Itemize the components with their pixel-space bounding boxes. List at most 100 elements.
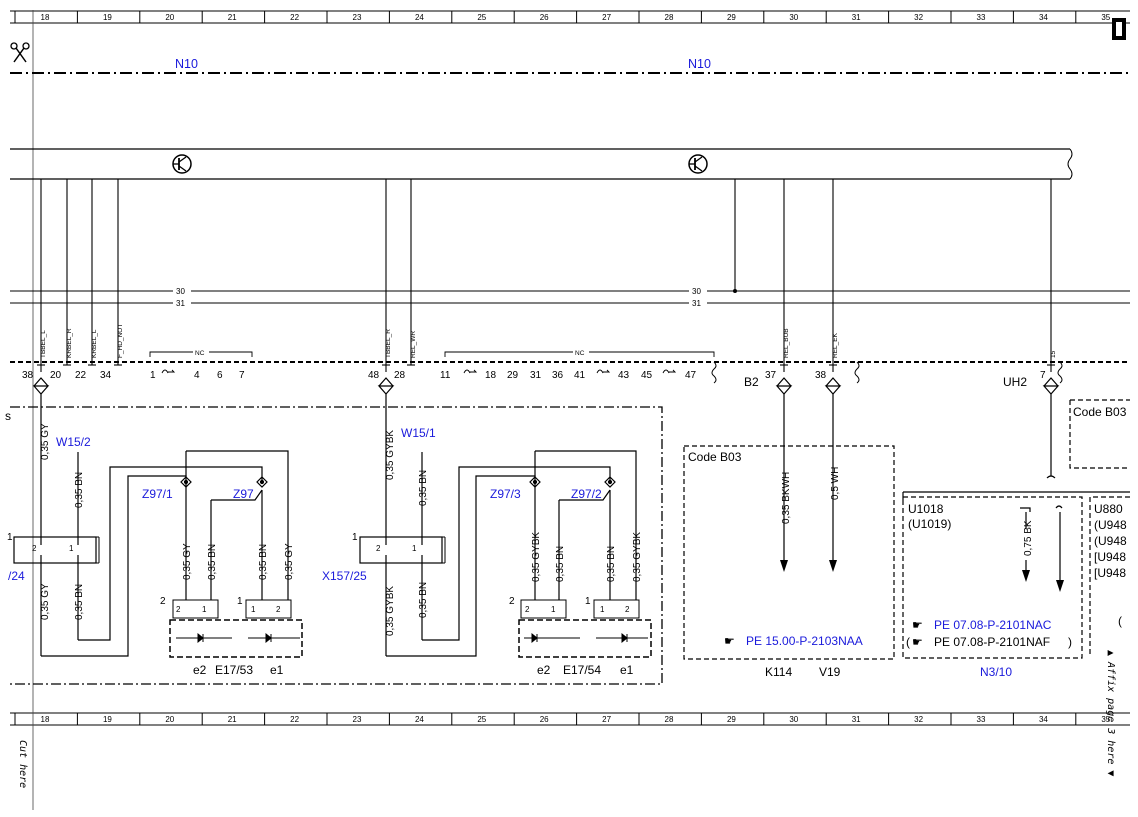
control-unit-box xyxy=(10,148,1073,180)
u-code: (U1019) xyxy=(908,517,951,531)
signal-label: KRBEL_R xyxy=(66,328,73,358)
small-pin: 2 xyxy=(376,544,381,553)
small-pin: 1 xyxy=(412,544,417,553)
pin-number: 36 xyxy=(552,370,564,381)
ruler-column-number: 33 xyxy=(977,715,986,724)
label-z97-3: Z97/3 xyxy=(490,487,521,501)
small-pin: 2 xyxy=(509,596,515,607)
u-code: [U948 xyxy=(1094,566,1126,580)
wire-label: 0,35 GYBK xyxy=(385,430,396,480)
ruler-column-number: 32 xyxy=(914,715,923,724)
signal-label: REL_EK xyxy=(832,332,839,358)
scissors-icon xyxy=(10,42,30,63)
frame-fragment: s xyxy=(5,409,11,423)
reference-link[interactable]: ( ☛ PE 07.08-P-2101NAF ) xyxy=(906,635,1072,649)
component-pin: e2 xyxy=(193,663,207,677)
paren-close: ) xyxy=(1068,635,1072,649)
wire-label: 0,5 WH xyxy=(830,467,841,500)
page-marker-icon xyxy=(1112,18,1126,40)
ruler-column-number: 29 xyxy=(727,715,736,724)
reference-link[interactable]: ☛ PE 07.08-P-2101NAC xyxy=(912,618,1052,632)
code-box xyxy=(683,445,895,660)
ruler-column-number: 24 xyxy=(415,13,424,22)
wire-label: 0,35 GYBK xyxy=(632,532,643,582)
splice-icon xyxy=(529,476,616,488)
pin-number: 7 xyxy=(1040,370,1046,381)
ruler-column-number: 20 xyxy=(165,13,174,22)
code-label: Code B03 xyxy=(688,450,742,464)
wire-labels-left: 0,35 GY 0,35 BN 0,35 GY 0,35 BN 0,35 GY … xyxy=(40,423,295,620)
wire-labels-middle: 0,35 GYBK 0,35 BN 0,35 GYBK 0,35 BN 0,35… xyxy=(385,430,643,636)
component-name: K114 xyxy=(765,665,792,679)
reference-link[interactable]: ☛ PE 15.00-P-2103NAA xyxy=(724,634,863,648)
component-name: E17/53 xyxy=(215,663,253,677)
wire-label: 0,35 BN xyxy=(555,546,566,582)
component-name: E17/54 xyxy=(563,663,601,677)
wire-label: 0,35 GY xyxy=(182,543,193,580)
signal-label: REL_WR xyxy=(410,331,417,358)
module-name-right: N10 xyxy=(688,57,711,71)
ruler-column-number: 25 xyxy=(477,715,486,724)
pin-number: 29 xyxy=(507,370,519,381)
wire-label: 0,35 GY xyxy=(40,423,51,460)
left-harness-wires xyxy=(40,394,289,657)
label-w15-2: W15/2 xyxy=(56,435,91,449)
small-pin: 1 xyxy=(237,596,243,607)
small-pin: 2 xyxy=(32,544,37,553)
small-pin: 2 xyxy=(276,605,281,614)
ruler-column-number: 18 xyxy=(41,13,50,22)
pin-number: 38 xyxy=(22,370,34,381)
connector-symbols xyxy=(32,377,1060,395)
wire-label: 0,35 BN xyxy=(418,582,429,618)
wire-label: 0,35 GY xyxy=(40,583,51,620)
wire-label: 0,35 GYBK xyxy=(531,532,542,582)
ruler-column-number: 26 xyxy=(540,715,549,724)
connector-name: /24 xyxy=(8,569,25,583)
n3-box xyxy=(902,496,1083,659)
pin-numbers: 38 20 22 34 1 4 6 7 48 28 11 18 29 31 36… xyxy=(22,370,1046,381)
pin-number: 34 xyxy=(100,370,112,381)
pin-number: 47 xyxy=(685,370,697,381)
pin-number: 45 xyxy=(641,370,653,381)
connector-label: B2 xyxy=(744,375,759,389)
module-wires xyxy=(40,179,1052,365)
ruler-column-number: 31 xyxy=(852,715,861,724)
connector-name: X157/25 xyxy=(322,569,367,583)
reference-text[interactable]: PE 07.08-P-2101NAF xyxy=(934,635,1050,649)
small-pin: 1 xyxy=(251,605,256,614)
signal-label: TBBEL_L xyxy=(40,330,47,358)
connector-pin: 1 xyxy=(352,532,358,543)
u-code: (U948 xyxy=(1094,534,1127,548)
ruler-column-number: 18 xyxy=(41,715,50,724)
lamp-component xyxy=(169,599,303,658)
nc-label: NC xyxy=(575,350,585,357)
reference-text[interactable]: PE 07.08-P-2101NAC xyxy=(934,618,1052,632)
wire-label: 0,35 BN xyxy=(74,584,85,620)
cut-here-label: Cut here xyxy=(17,740,28,788)
ruler-column-number: 32 xyxy=(914,13,923,22)
hand-pointer-icon: ☛ xyxy=(912,618,923,632)
wire-label: 0,35 BN xyxy=(74,472,85,508)
reference-text[interactable]: PE 15.00-P-2103NAA xyxy=(746,634,863,648)
pin-number: 6 xyxy=(217,370,223,381)
ruler-column-number: 35 xyxy=(1101,715,1110,724)
ruler-column-number: 28 xyxy=(665,715,674,724)
pin-number: 38 xyxy=(815,370,827,381)
paren-open: ( xyxy=(906,635,910,649)
wire-label: 0,35 BN xyxy=(258,544,269,580)
pin-number: 43 xyxy=(618,370,630,381)
ruler-column-number: 34 xyxy=(1039,715,1048,724)
nc-label: NC xyxy=(195,350,205,357)
arrow-down-icon xyxy=(1056,580,1064,592)
arrow-down-icon xyxy=(1022,570,1030,582)
small-pin: 1 xyxy=(69,544,74,553)
small-pin: 1 xyxy=(551,605,556,614)
label-z97-2: Z97/2 xyxy=(571,487,602,501)
wire-label: 0,35 BN xyxy=(606,546,617,582)
middle-harness-wires xyxy=(385,394,637,657)
wire-label: 0,35 GYBK xyxy=(385,586,396,636)
wire-label: 0,35 GY xyxy=(284,543,295,580)
small-pin: 1 xyxy=(202,605,207,614)
